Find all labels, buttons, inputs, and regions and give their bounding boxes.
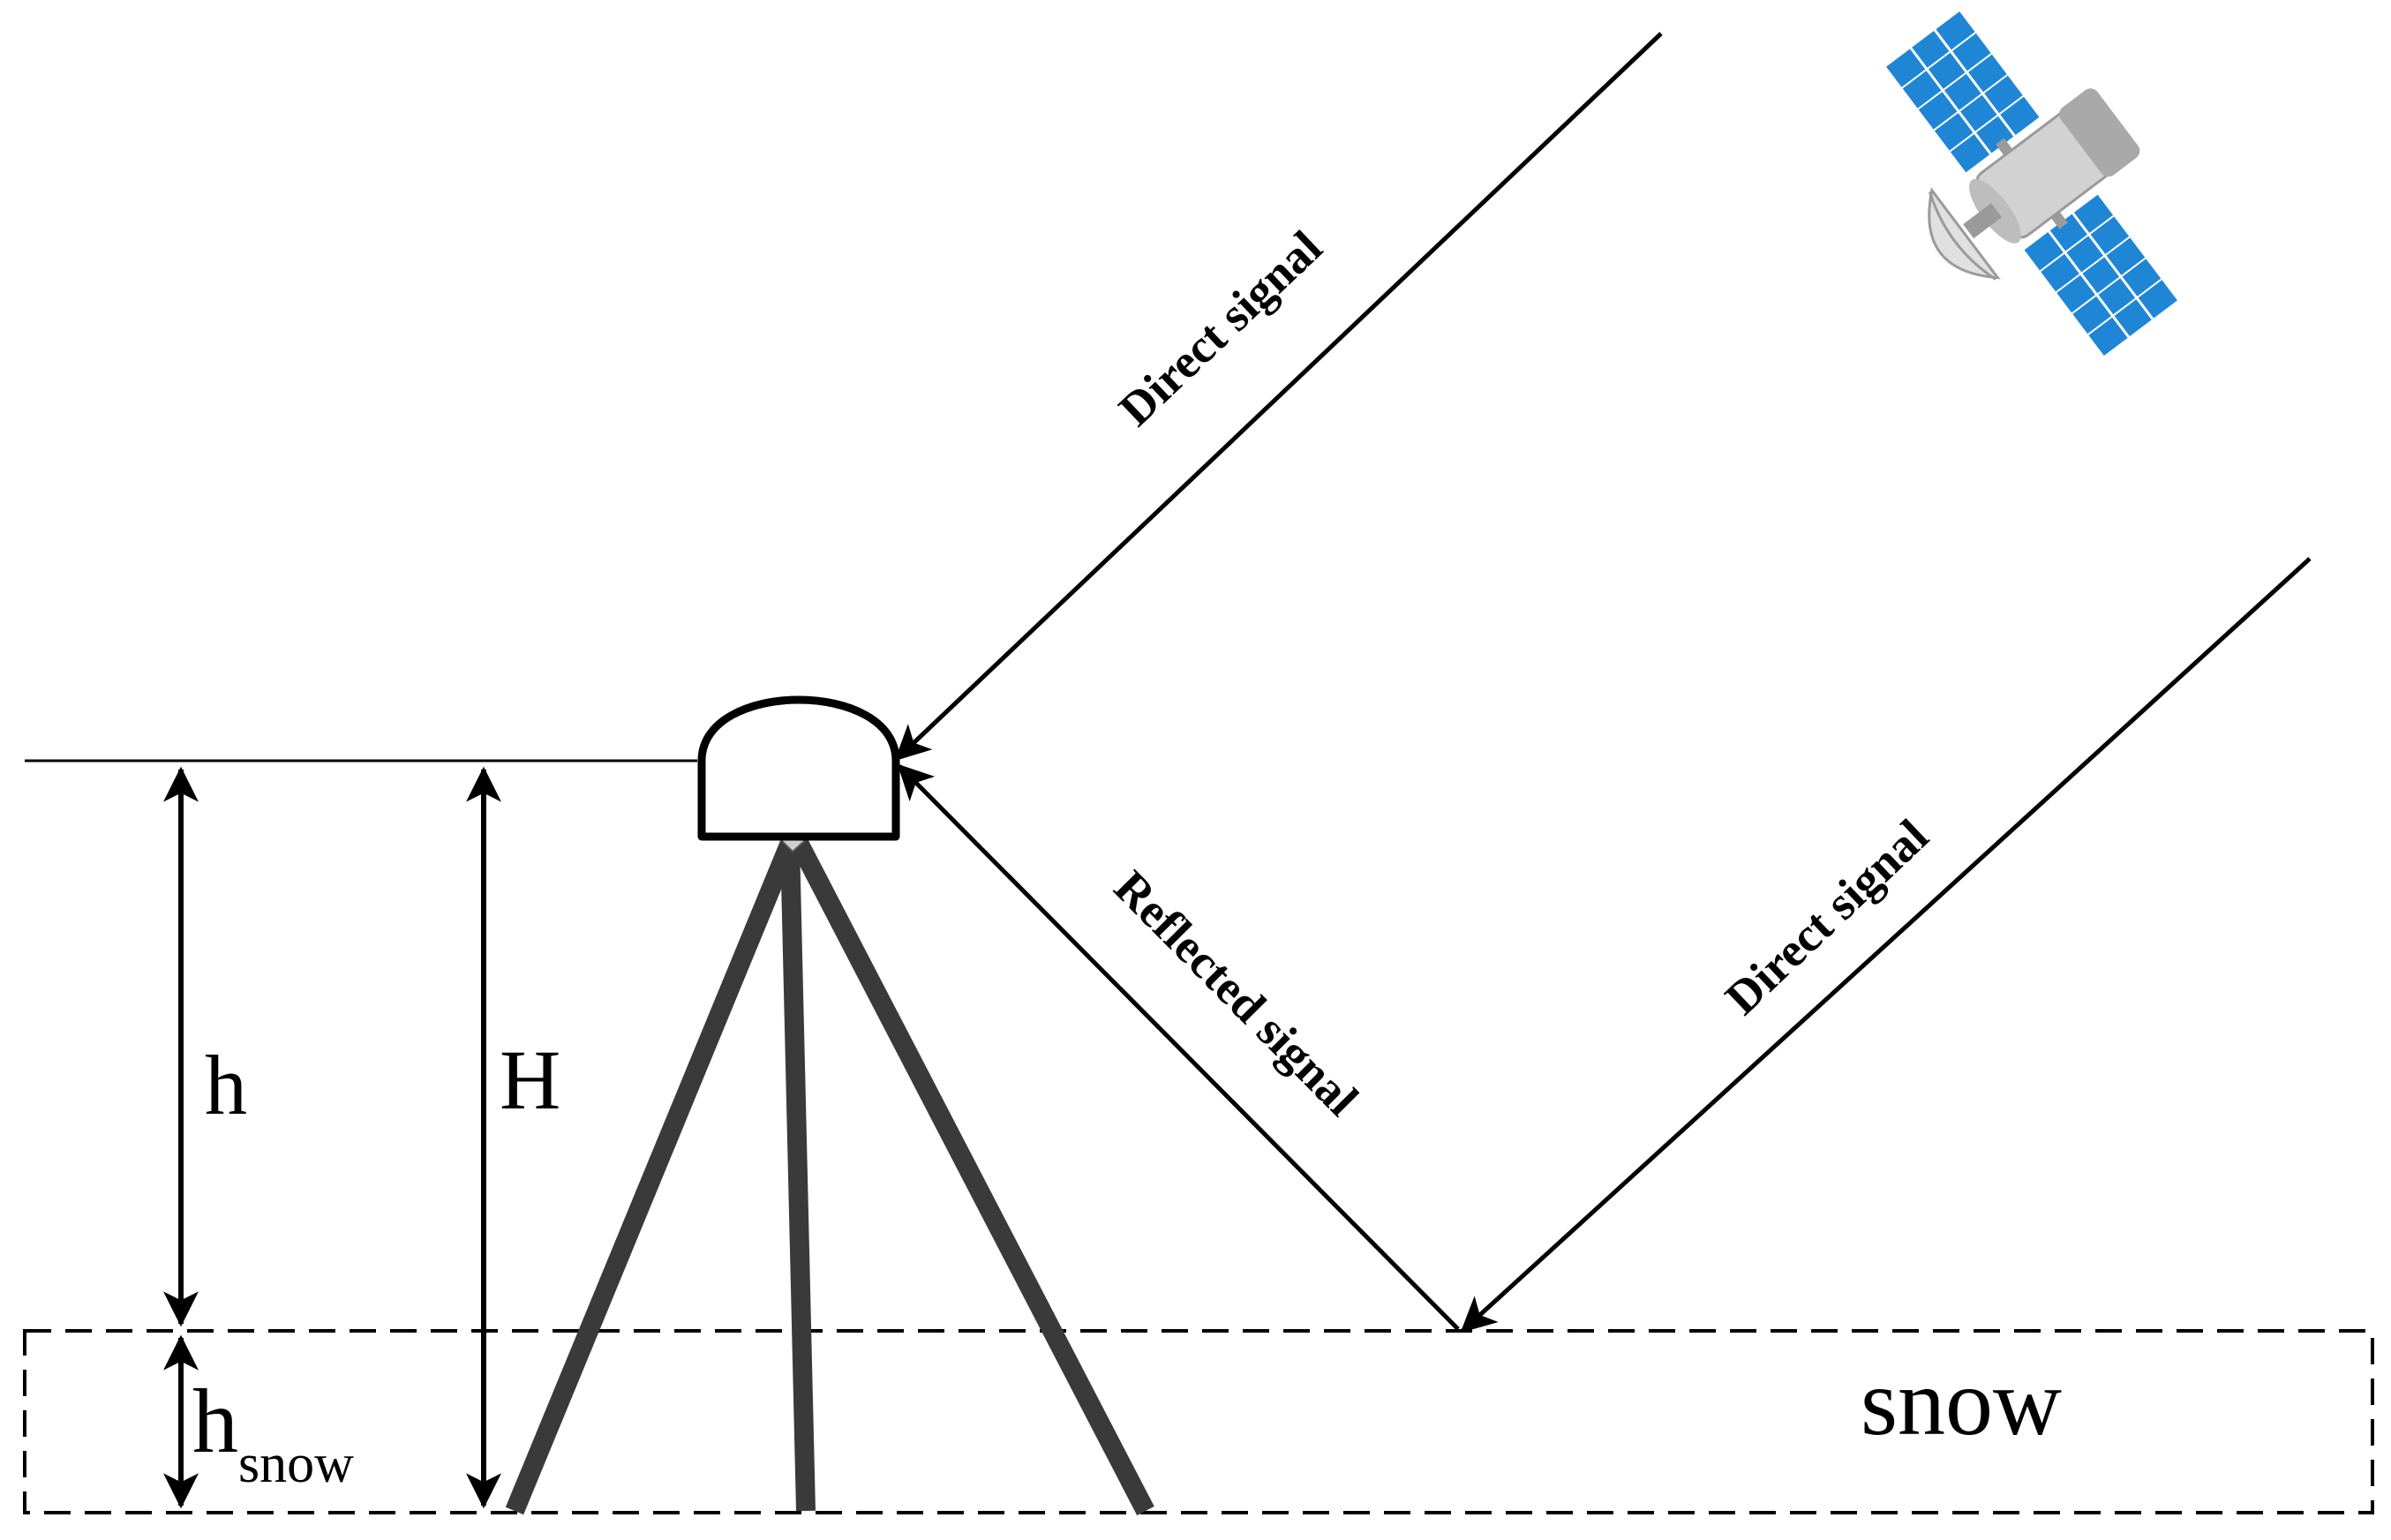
- solar-panel-right: [2024, 194, 2177, 357]
- satellite-dish: [1928, 187, 2003, 281]
- direct-signal-lower-ray: [1460, 557, 2312, 1333]
- h-label: h: [205, 1038, 247, 1132]
- direct-signal-lower-label: Direct signal: [1715, 809, 1938, 1025]
- direct-signal-upper-label: Direct signal: [1109, 221, 1332, 436]
- tripod-icon: [505, 835, 1154, 1516]
- h-snow-subscript: snow: [238, 1434, 354, 1494]
- direct-signal-upper-ray: [894, 32, 1663, 762]
- h-snow-label: hsnow: [192, 1371, 354, 1494]
- snow-layer-box: [23, 1329, 2374, 1514]
- reflected-signal-ray: [897, 763, 1460, 1331]
- solar-panel-left: [1886, 11, 2040, 173]
- H-label: H: [500, 1033, 560, 1127]
- snow-region-label: snow: [1861, 1350, 2062, 1455]
- gnss-antenna-icon: [697, 695, 900, 841]
- satellite-icon: [1886, 11, 2177, 357]
- reflected-signal-label: Reflected signal: [1104, 860, 1368, 1126]
- h-snow-main: h: [192, 1371, 238, 1472]
